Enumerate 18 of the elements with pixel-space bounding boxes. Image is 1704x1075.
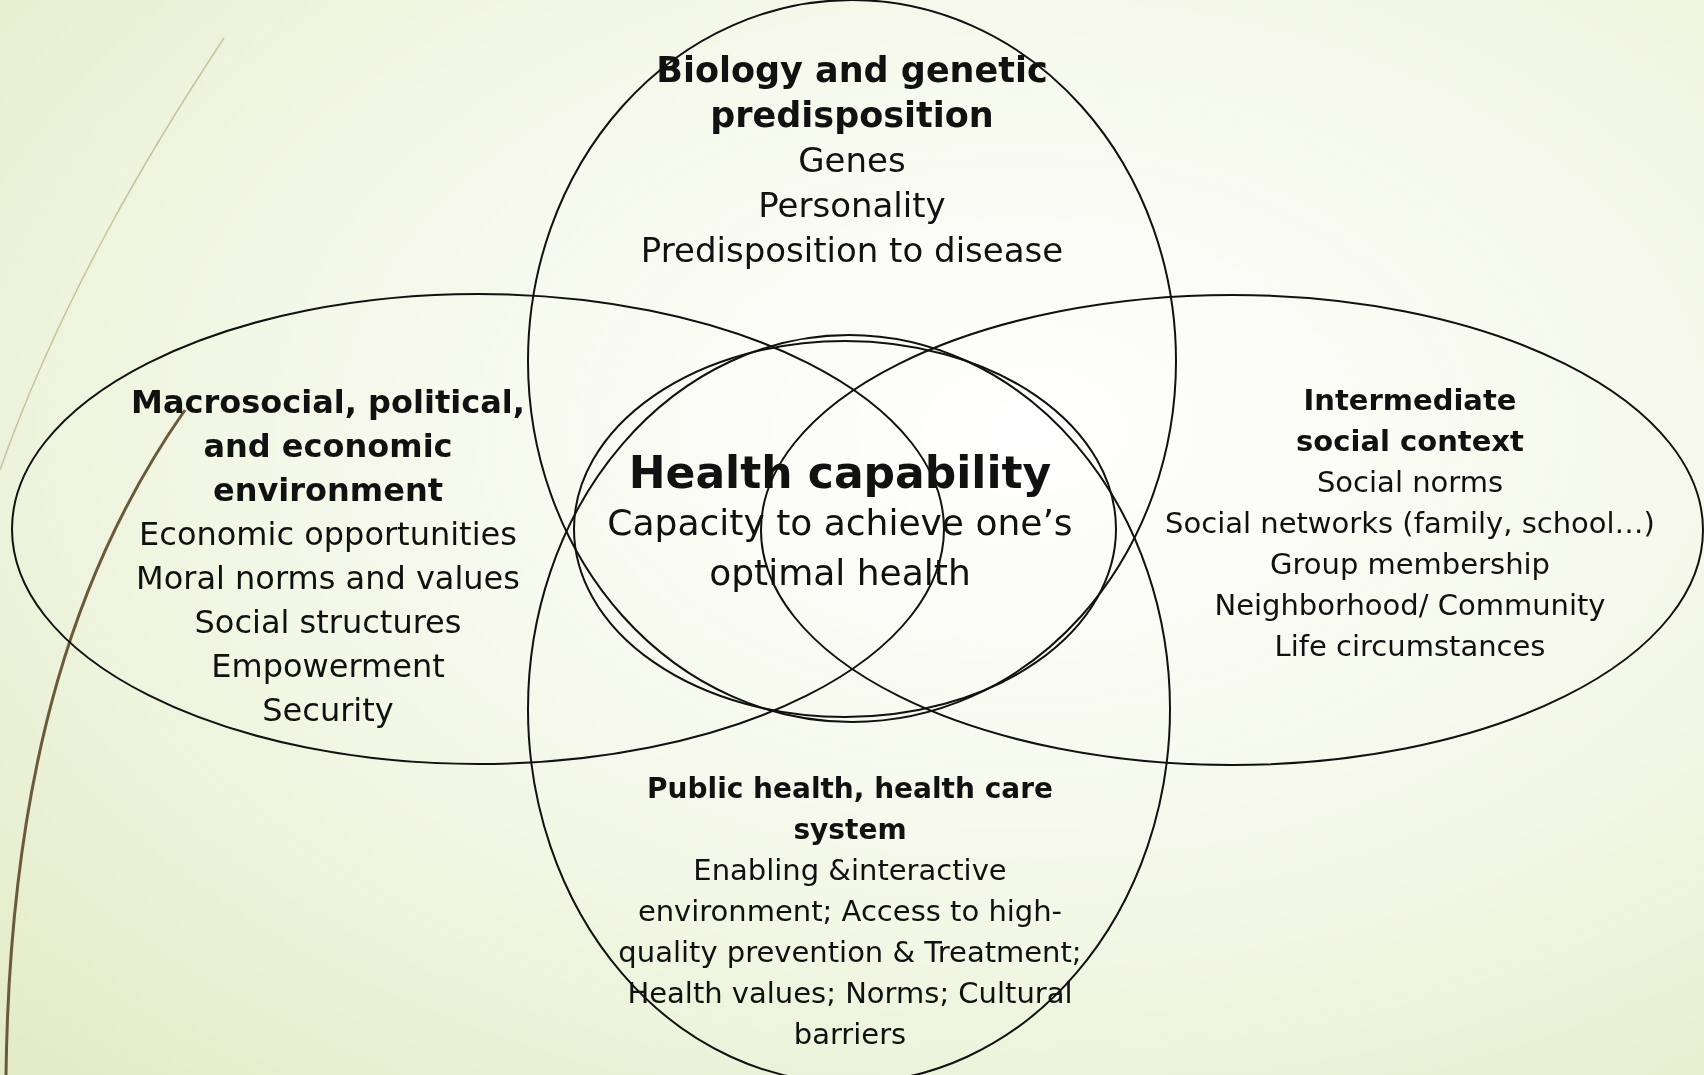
item-text: Group membership	[1270, 546, 1550, 583]
venn-ellipse	[573, 340, 1117, 718]
item-text: Life circumstances	[1274, 628, 1546, 665]
heading-text: Biology and genetic predisposition	[655, 49, 1049, 137]
item-text: Economic opportunities	[139, 514, 517, 555]
item-text: Empowerment	[211, 646, 445, 687]
item-text: Personality	[758, 184, 946, 227]
heading-text: Public health, health care system	[646, 771, 1054, 848]
item-text: Moral norms and values	[136, 558, 520, 599]
heading-text: Intermediate social context	[1295, 382, 1525, 460]
item-text: Neighborhood/ Community	[1214, 587, 1606, 624]
item-text: Predisposition to disease	[640, 229, 1064, 272]
item-text: Social norms	[1316, 464, 1504, 501]
item-text: Social structures	[194, 602, 462, 643]
item-text: Social networks (family, school…)	[1165, 505, 1655, 542]
item-text: Security	[262, 690, 394, 731]
heading-text: Macrosocial, political, and economic environment	[130, 382, 526, 511]
item-text: Genes	[798, 139, 906, 182]
